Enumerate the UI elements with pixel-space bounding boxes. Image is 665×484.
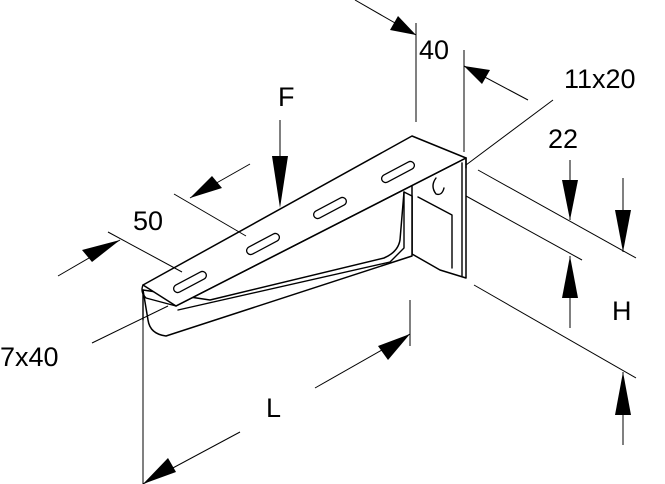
label-length-l: L (266, 393, 282, 423)
leader-7x40 (91, 305, 169, 344)
label-width-40: 40 (419, 35, 450, 65)
arrow-icon (562, 180, 578, 220)
slot-2 (245, 232, 281, 256)
arrow-icon (82, 240, 120, 262)
arrow-icon (378, 334, 410, 360)
arrow-icon (615, 372, 631, 415)
arrow-icon (562, 256, 578, 298)
dimension-22-h (465, 160, 637, 445)
arrow-icon (615, 210, 631, 252)
slot-3 (312, 196, 348, 220)
arrow-icon (464, 66, 490, 84)
label-height-h: H (612, 296, 632, 326)
dimension-l (142, 300, 411, 484)
arrow-icon (143, 458, 176, 484)
arrow-down-icon (272, 156, 288, 208)
force-arrow (272, 120, 288, 208)
label-mount-hole-11x20: 11x20 (564, 64, 636, 94)
arrow-icon (190, 176, 222, 198)
slot-4 (380, 160, 416, 184)
arrow-icon (390, 16, 416, 35)
leader-11x20 (465, 99, 554, 166)
slot-1 (172, 270, 208, 294)
label-flange-22: 22 (548, 124, 579, 154)
dimension-40 (354, 0, 529, 152)
bracket-arm-web (142, 191, 413, 337)
arm-slots (172, 160, 416, 294)
dimension-50 (57, 163, 251, 277)
label-pitch-50: 50 (133, 206, 164, 236)
label-slot-7x40: 7x40 (0, 342, 59, 372)
label-force-f: F (278, 82, 295, 112)
